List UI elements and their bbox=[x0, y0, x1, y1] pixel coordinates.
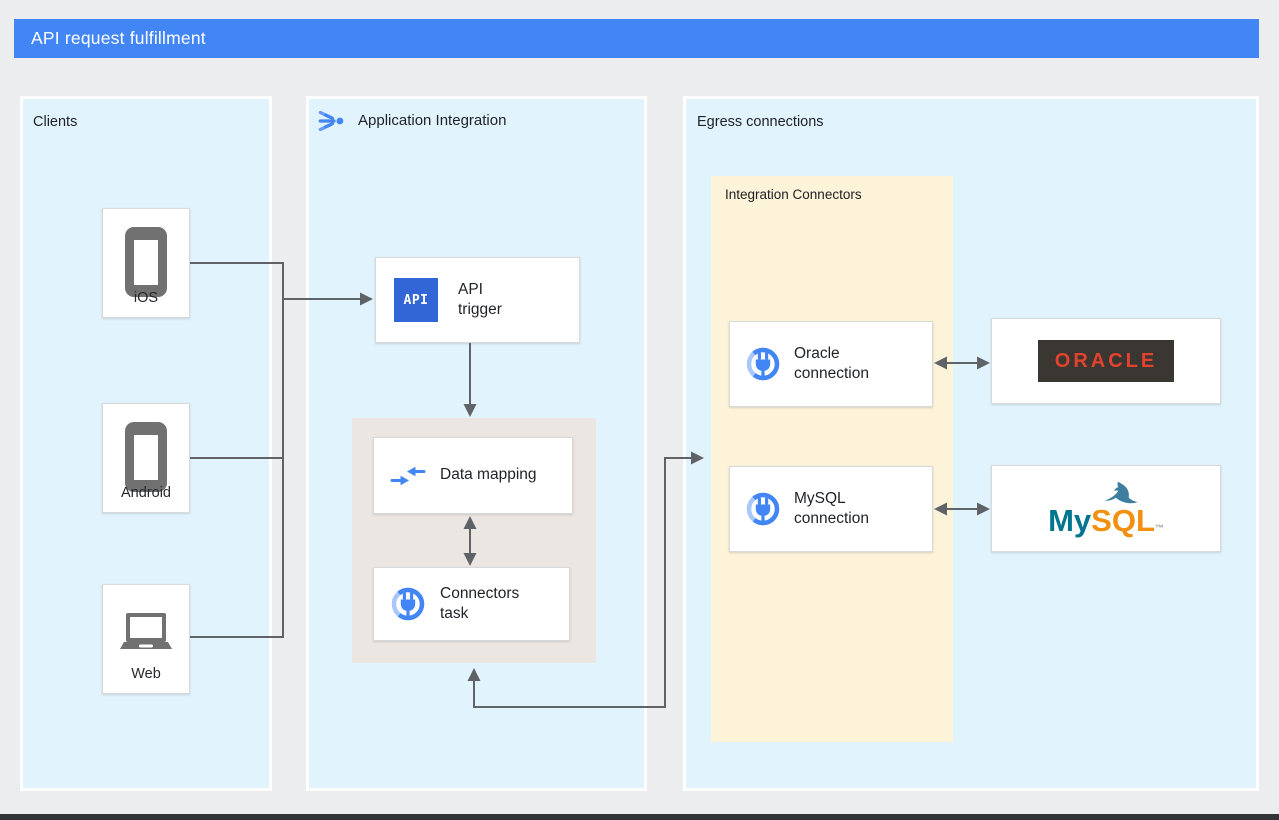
connectors-icon bbox=[746, 347, 780, 381]
smartphone-icon bbox=[125, 422, 167, 492]
mysql-connection-node: MySQL connection bbox=[729, 466, 933, 552]
data-mapping-node: Data mapping bbox=[373, 437, 573, 514]
smartphone-icon bbox=[125, 227, 167, 297]
tasks-container: Data mapping Connectors task bbox=[352, 418, 596, 663]
connectors-icon bbox=[746, 492, 780, 526]
api-trigger-label: API trigger bbox=[458, 280, 502, 318]
mysql-connection-label: MySQL connection bbox=[794, 489, 869, 527]
client-card-android: Android bbox=[102, 403, 190, 513]
client-label-android: Android bbox=[121, 485, 171, 501]
oracle-connection-node: Oracle connection bbox=[729, 321, 933, 407]
bottom-edge-bar bbox=[0, 814, 1279, 820]
oracle-database-node: ORACLE bbox=[991, 318, 1221, 404]
application-integration-panel: Application Integration API API trigger … bbox=[306, 96, 647, 791]
data-mapping-icon bbox=[390, 466, 426, 485]
laptop-icon bbox=[120, 613, 172, 649]
clients-panel-title: Clients bbox=[33, 114, 78, 130]
connectors-task-node: Connectors task bbox=[373, 567, 570, 641]
application-integration-title: Application Integration bbox=[358, 112, 507, 129]
egress-panel-title: Egress connections bbox=[697, 114, 824, 130]
integration-connectors-group: Integration Connectors Oracle connection bbox=[711, 176, 953, 742]
mysql-logo-text: MySQL™ bbox=[1048, 503, 1164, 538]
application-integration-icon bbox=[318, 110, 344, 132]
integration-connectors-title: Integration Connectors bbox=[725, 187, 862, 202]
client-card-web: Web bbox=[102, 584, 190, 694]
api-trigger-node: API API trigger bbox=[375, 257, 580, 343]
client-card-ios: iOS bbox=[102, 208, 190, 318]
client-label-ios: iOS bbox=[133, 290, 159, 306]
oracle-logo-text: ORACLE bbox=[1054, 349, 1158, 372]
diagram-title-bar: API request fulfillment bbox=[14, 19, 1259, 58]
connectors-icon bbox=[391, 587, 425, 621]
client-label-web: Web bbox=[131, 666, 161, 682]
mysql-logo: MySQL™ bbox=[1048, 481, 1164, 536]
connectors-task-label: Connectors task bbox=[440, 584, 520, 622]
oracle-logo: ORACLE bbox=[1038, 340, 1174, 382]
diagram-title: API request fulfillment bbox=[31, 28, 206, 48]
oracle-connection-label: Oracle connection bbox=[794, 344, 869, 382]
egress-connections-panel: Egress connections Integration Connector… bbox=[683, 96, 1259, 791]
api-icon: API bbox=[394, 278, 438, 322]
mysql-database-node: MySQL™ bbox=[991, 465, 1221, 552]
clients-panel: Clients iOS Android Web bbox=[20, 96, 272, 791]
mysql-dolphin-icon bbox=[1104, 481, 1138, 504]
data-mapping-label: Data mapping bbox=[440, 466, 537, 484]
